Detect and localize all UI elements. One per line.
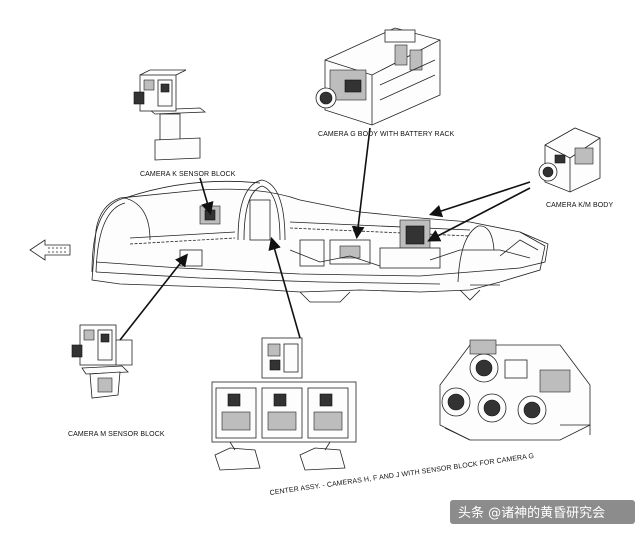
- camera-k-sensor-block-illustration: [133, 69, 207, 161]
- label-camera-g-body: CAMERA G BODY WITH BATTERY RACK: [318, 131, 455, 138]
- watermark: 头条 @诸神的黄昏研究会: [450, 500, 635, 524]
- camera-g-body-illustration: [315, 27, 441, 126]
- camera-cluster-illustration: [439, 339, 591, 441]
- camera-km-body-illustration: [538, 127, 601, 193]
- label-camera-k-sensor-block: CAMERA K SENSOR BLOCK: [140, 171, 236, 178]
- callout-arrows: [119, 127, 531, 341]
- camera-m-sensor-block-illustration: [71, 324, 133, 399]
- watermark-text: 头条 @诸神的黄昏研究会: [458, 505, 605, 521]
- label-camera-km-body: CAMERA K/M BODY: [546, 202, 613, 209]
- center-assembly-illustration: [211, 337, 357, 471]
- label-camera-m-sensor-block: CAMERA M SENSOR BLOCK: [68, 431, 165, 438]
- forward-direction-arrow: [29, 239, 71, 261]
